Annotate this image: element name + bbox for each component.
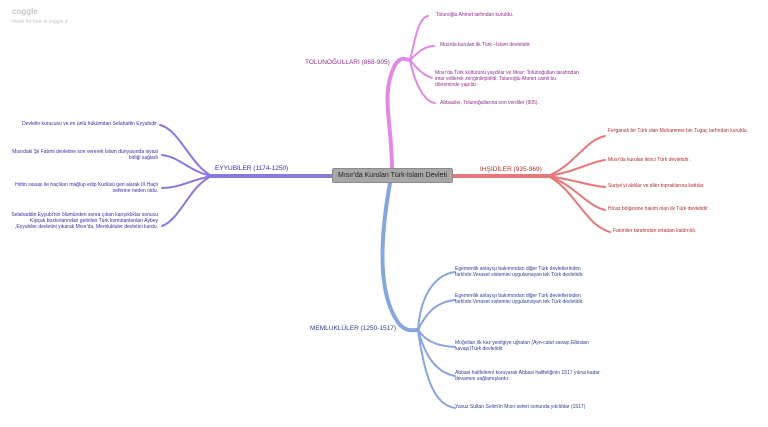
central-topic[interactable]: Mısır'da Kurulan Türk-İslam Devleti: [332, 168, 453, 183]
coggle-logo: coggle: [12, 7, 38, 16]
link-ihsid-item-1: [547, 135, 606, 177]
link-tolun-item-1: [409, 15, 429, 61]
link-tolun-item-3: [409, 59, 433, 79]
link-memluk-item-4: [417, 329, 456, 377]
tolun-item-3[interactable]: Mısır'da Türk kültürünü yaydılar ve Mısı…: [435, 70, 579, 88]
link-memluk-item-1: [417, 271, 456, 331]
link-center-tolun: [385, 56, 412, 172]
memluk-item-1[interactable]: Egemenlik anlayışı bakımından diğer Türk…: [455, 266, 584, 278]
link-eyyubi-item-2: [161, 154, 213, 177]
link-memluk-item-2: [417, 299, 456, 331]
ihsid-item-2[interactable]: Mısır'da kurulan ikinci Türk devletidir …: [608, 157, 692, 163]
ihsid-item-4[interactable]: Hicaz bölgesine hakim olan ilk Türk devl…: [608, 206, 711, 212]
tolun-item-2[interactable]: Mısırda kurulan ilk Türk –İslam devletid…: [440, 42, 531, 48]
eyyubi-item-4[interactable]: Selahaddin Eyyubi'nin ölümünden sonra çı…: [11, 212, 158, 230]
branch-tolunogullari[interactable]: TOLUNOĞULLARI (868-905): [305, 59, 390, 66]
eyyubi-item-3[interactable]: Hıttin savaşı ile haçlıları mağlup edip …: [15, 182, 158, 194]
link-ihsid-item-2: [547, 159, 606, 177]
link-memluk-item-5: [417, 329, 456, 409]
link-eyyubi-item-1: [159, 124, 213, 177]
eyyubi-item-1[interactable]: Devletin kurucusu ve en ünlü hükümdarı S…: [22, 121, 158, 127]
link-memluk-item-3: [417, 329, 456, 348]
tolun-item-1[interactable]: Tolunoğlu Ahmet tarfından kuruldu.: [436, 12, 514, 18]
memluk-item-4[interactable]: Abbasi halifelerini koruyarak Abbasi hal…: [455, 370, 600, 382]
coggle-tagline: made for free at coggle.it: [12, 19, 68, 25]
ihsid-item-3[interactable]: Suriye'yi aldılar ve diler topraklarına …: [608, 183, 705, 189]
memluk-item-5[interactable]: Yavuz Sultan Selim'in Mısır seferi sonun…: [455, 404, 586, 410]
memluk-item-3[interactable]: Moğolları ilk kez yenilgiye uğratan (Ayn…: [455, 340, 589, 352]
branch-ihsidiler[interactable]: IHŞİDİLER (935-969): [480, 166, 542, 173]
eyyubi-item-2[interactable]: Mısırdaki Şii Fatımi devletine son verer…: [12, 149, 158, 161]
ihsid-item-5[interactable]: Fatımiler tarafından ortadan kaldırıldı.: [613, 228, 697, 234]
ihsid-item-1[interactable]: Ferganalı bir Türk olan Muhammet bin Tug…: [608, 128, 748, 134]
link-tolun-item-4: [409, 59, 436, 104]
link-eyyubi-item-3: [161, 175, 213, 189]
branch-eyyubiler[interactable]: EYYUBİLER (1174-1250): [215, 165, 289, 172]
branch-memlukluler[interactable]: MEMLUKLÜLER (1250-1517): [310, 325, 396, 332]
link-ihsid-item-5: [547, 175, 611, 233]
link-eyyubi-item-4: [161, 175, 213, 227]
memluk-item-2[interactable]: Egemenlik anlayışı bakımından diğer Türk…: [455, 293, 584, 305]
link-ihsid-item-4: [547, 175, 606, 211]
tolun-item-4[interactable]: Abbasiler, Tolunoğullarına son verdiler …: [440, 100, 539, 106]
link-ihsid-item-3: [547, 175, 606, 188]
link-center-memluk: [380, 181, 420, 333]
link-tolun-item-2: [409, 45, 435, 61]
